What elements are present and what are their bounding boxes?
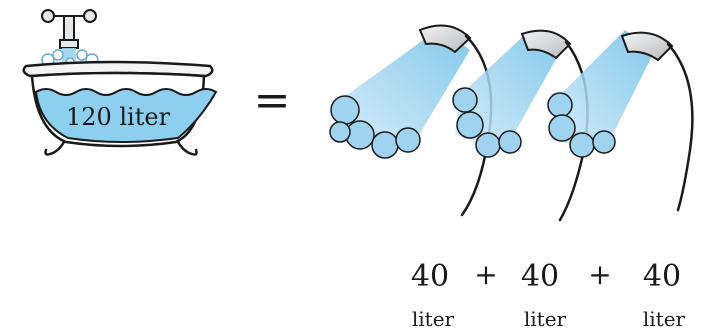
bathtub: 120 liter <box>24 10 216 155</box>
unit-2: liter <box>524 307 567 331</box>
equals-sign: = <box>254 75 291 126</box>
amount-2: 40 <box>521 259 559 294</box>
unit-1: liter <box>412 307 455 331</box>
plus-sign-1: + <box>474 258 497 291</box>
shower-head-3 <box>548 30 692 210</box>
unit-3: liter <box>643 307 686 331</box>
shower-hose-3 <box>668 44 692 210</box>
faucet-icon <box>42 10 96 48</box>
equation: 40 + 40 + 40 liter liter liter <box>411 258 686 331</box>
plus-sign-2: + <box>588 258 611 291</box>
amount-1: 40 <box>411 259 449 294</box>
bathtub-label: 120 liter <box>66 103 171 131</box>
amount-3: 40 <box>643 259 681 294</box>
